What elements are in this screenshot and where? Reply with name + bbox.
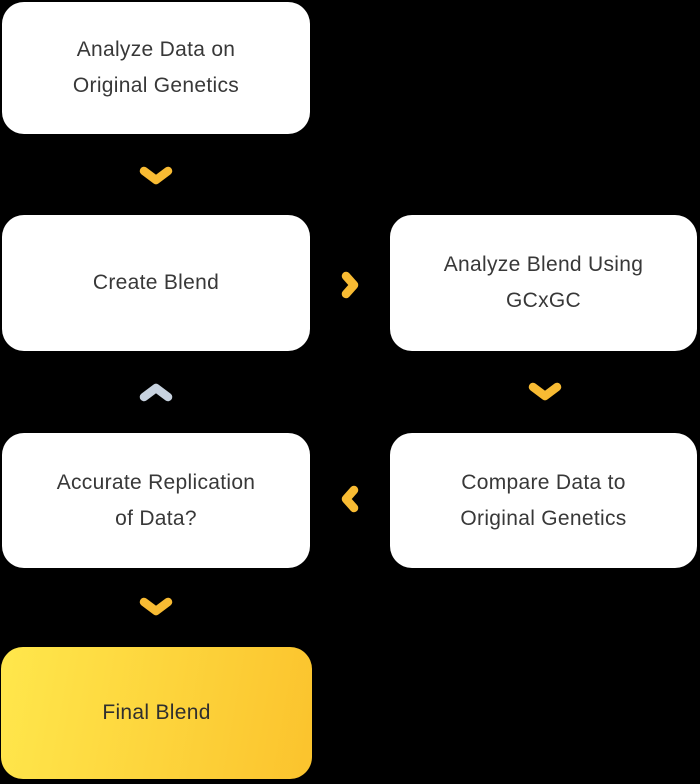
chevron-down-icon — [528, 382, 562, 402]
node-label-line: of Data? — [115, 506, 197, 530]
node-label-line: Analyze Data on — [76, 38, 236, 61]
node-label-line: Analyze Blend Using — [443, 253, 644, 276]
node-analyze-original-genetics: Analyze Data on Original Genetics — [2, 2, 310, 134]
node-analyze-blend-gcxgc: Analyze Blend Using GCxGC — [390, 215, 697, 351]
node-accurate-replication: Accurate Replication of Data? — [2, 433, 310, 568]
node-label-line: Create Blend — [92, 271, 220, 294]
node-compare-data-original: Compare Data to Original Genetics — [390, 433, 697, 568]
node-label-line: Original Genetics — [460, 506, 627, 530]
node-label-line: Accurate Replication — [56, 470, 256, 494]
chevron-up-icon — [139, 382, 173, 402]
chevron-left-icon — [340, 482, 360, 516]
node-label-line: GCxGC — [506, 289, 581, 312]
chevron-down-icon — [139, 597, 173, 617]
node-final-blend: Final Blend — [1, 647, 312, 779]
chevron-down-icon — [139, 166, 173, 186]
chevron-right-icon — [340, 268, 360, 302]
node-create-blend: Create Blend — [2, 215, 310, 351]
node-label-line: Original Genetics — [72, 74, 240, 97]
node-label-line: Final Blend — [102, 701, 211, 724]
node-label-line: Compare Data to — [461, 470, 626, 494]
